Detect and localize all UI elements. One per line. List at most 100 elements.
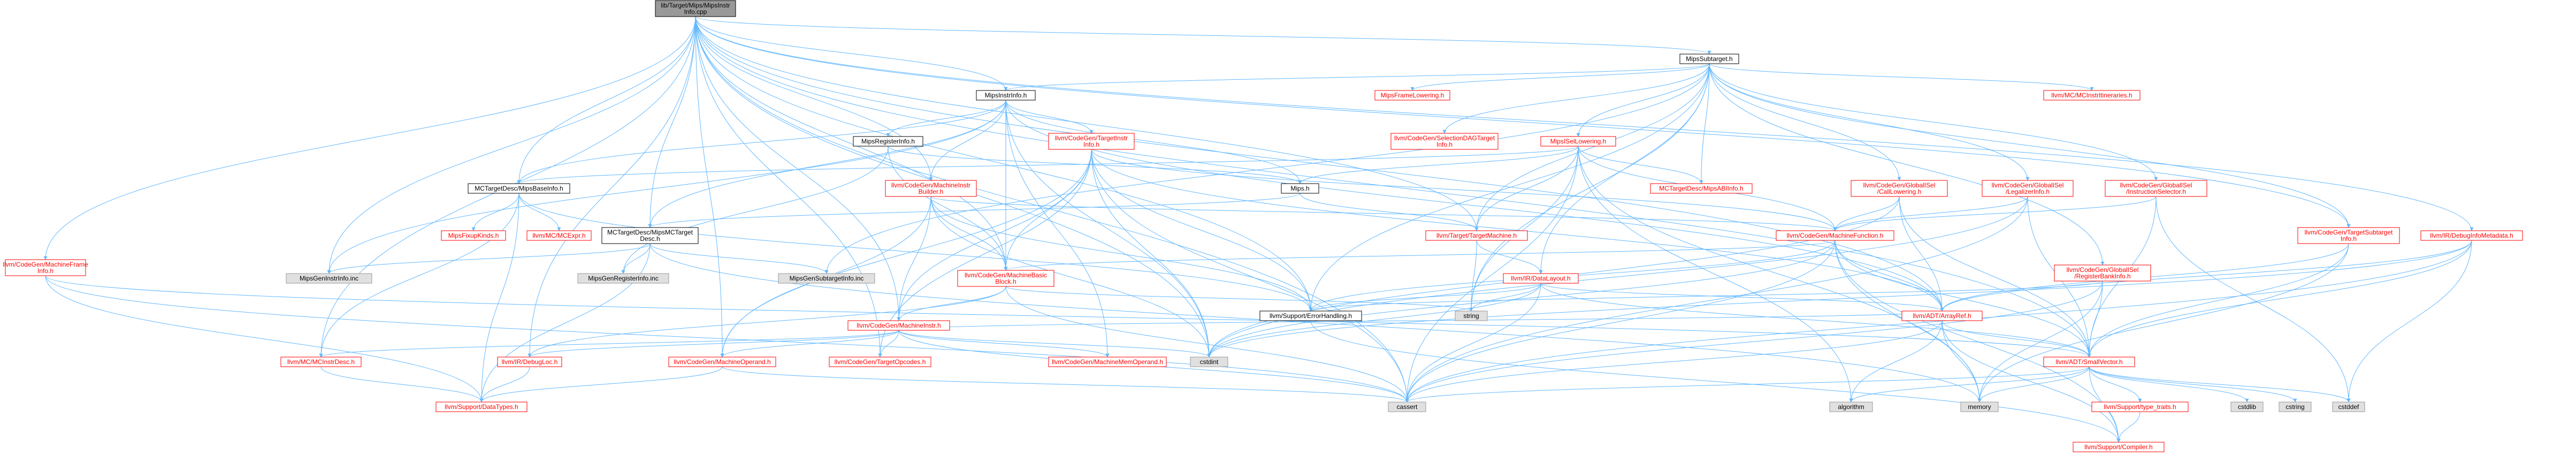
edge-smallvector-to-type_traits — [2089, 366, 2142, 403]
node-box-cstring — [2279, 402, 2312, 412]
node-memory: memory — [1960, 402, 1999, 412]
node-label-machinebasicblock-line-1: Block.h — [995, 278, 1016, 285]
edge-machineinstr-to-arrayref — [898, 310, 1944, 331]
node-label-debuginfometadata-line-0: llvm/IR/DebugInfoMetadata.h — [2430, 232, 2513, 239]
node-box-type_traits — [2091, 402, 2189, 412]
node-mipssubtarget[interactable]: MipsSubtarget.h — [1679, 54, 1739, 64]
node-cstdint: cstdint — [1190, 357, 1228, 367]
edge-mipsisellowering-to-mips_h — [1298, 146, 1579, 184]
node-box-targetinstrinfo — [1048, 133, 1135, 150]
node-box-smallvector — [2043, 357, 2135, 367]
node-mipsgensubtargetinfo: MipsGenSubtargetInfo.inc — [778, 273, 875, 284]
node-box-selectiondagtarget — [1390, 133, 1499, 150]
node-mcinstrdesc[interactable]: llvm/MC/MCInstrDesc.h — [280, 357, 362, 367]
node-label-registerbankinfo-line-0: llvm/CodeGen/GlobalISel — [2067, 266, 2139, 274]
node-label-mipsgenregisterinfo-line-0: MipsGenRegisterInfo.inc — [588, 275, 658, 282]
node-machineinstr[interactable]: llvm/CodeGen/MachineInstr.h — [847, 320, 950, 331]
edge-machinebasicblock-to-string — [1005, 286, 1473, 312]
node-box-datatypes — [435, 402, 528, 412]
edge-mcmipsbaseinfo-to-errorhandling — [518, 193, 1313, 312]
node-compiler[interactable]: llvm/Support/Compiler.h — [2073, 442, 2165, 452]
node-label-globalisel_instrselector-line-0: llvm/CodeGen/GlobalISel — [2120, 181, 2192, 189]
edge-mcmipsbaseinfo-to-mcinstrdesc — [319, 193, 519, 358]
node-debuginfometadata[interactable]: llvm/IR/DebugInfoMetadata.h — [2420, 230, 2523, 241]
edge-mips_h-to-mcmipsmctargetdesc — [648, 193, 1301, 228]
node-box-cstddef — [2332, 402, 2365, 412]
node-mipsisellowering[interactable]: MipsISelLowering.h — [1540, 136, 1616, 147]
edge-machineinstrbuilder-to-cstdint — [930, 196, 1211, 358]
edge-root-to-machineframeinfo — [43, 16, 696, 260]
node-box-mipsregisterinfo — [853, 136, 923, 147]
edge-root-to-mcmipsmctargetdesc — [648, 16, 696, 228]
edge-arrayref-to-cassert — [1405, 320, 1943, 403]
node-label-machineinstr-line-0: llvm/CodeGen/MachineInstr.h — [857, 322, 941, 329]
node-label-mipsfixupkinds-line-0: MipsFixupKinds.h — [448, 232, 499, 239]
node-label-machinememoperand-line-0: llvm/CodeGen/MachineMemOperand.h — [1052, 358, 1163, 366]
node-machineoperand[interactable]: llvm/CodeGen/MachineOperand.h — [668, 357, 776, 367]
node-registerbankinfo[interactable]: llvm/CodeGen/GlobalISel/RegisterBankInfo… — [2054, 264, 2151, 282]
node-errorhandling[interactable]: llvm/Support/ErrorHandling.h — [1259, 310, 1362, 321]
node-datatypes[interactable]: llvm/Support/DataTypes.h — [435, 402, 528, 412]
edge-arrayref-to-algorithm — [1849, 320, 1943, 403]
node-mipsfixupkinds[interactable]: MipsFixupKinds.h — [441, 230, 506, 241]
node-globalisel_instrselector[interactable]: llvm/CodeGen/GlobalISel/InstructionSelec… — [2105, 180, 2207, 197]
edge-mipssubtarget-to-errorhandling — [1309, 63, 1710, 312]
edge-mipsinstrinfo-to-cstdint — [1005, 100, 1211, 358]
node-globalisel_legalizer[interactable]: llvm/CodeGen/GlobalISel/LegalizerInfo.h — [1982, 180, 2074, 197]
edge-debuginfometadata-to-cstddef — [2346, 240, 2472, 403]
node-targetopcodes[interactable]: llvm/CodeGen/TargetOpcodes.h — [829, 357, 931, 367]
node-box-arrayref — [1901, 310, 1983, 321]
node-mcinstrinfo[interactable]: llvm/MC/MCInstrItineraries.h — [2043, 90, 2141, 101]
node-label-machineframeinfo-line-1: Info.h — [37, 267, 53, 275]
node-mcmipsabiinfo[interactable]: MCTargetDesc/MipsABIInfo.h — [1650, 183, 1753, 194]
node-label-mcinstrinfo-line-0: llvm/MC/MCInstrItineraries.h — [2051, 92, 2132, 99]
node-machinefunction[interactable]: llvm/CodeGen/MachineFunction.h — [1776, 230, 1894, 241]
node-box-mipsframelowering — [1374, 90, 1450, 101]
node-datalayout[interactable]: llvm/IR/DataLayout.h — [1503, 273, 1579, 284]
edge-globalisel_legalizer-to-cstdint — [1207, 196, 2028, 358]
node-targetmachine[interactable]: llvm/Target/TargetMachine.h — [1425, 230, 1528, 241]
node-label-mcmipsmctargetdesc-line-1: Desc.h — [640, 235, 660, 243]
node-globalisel_calllowering[interactable]: llvm/CodeGen/GlobalISel/CallLowering.h — [1851, 180, 1948, 197]
node-mipsinstrinfo[interactable]: MipsInstrInfo.h — [976, 90, 1036, 101]
edge-targetinstrinfo-to-arrayref — [1091, 149, 1944, 312]
edge-root-to-mipsgeninstrinfo — [327, 16, 696, 274]
node-box-mipsisellowering — [1540, 136, 1616, 147]
edges-layer — [43, 16, 2474, 443]
node-box-root — [655, 0, 736, 17]
node-box-cstdint — [1190, 357, 1228, 367]
node-mipsregisterinfo[interactable]: MipsRegisterInfo.h — [853, 136, 923, 147]
node-smallvector[interactable]: llvm/ADT/SmallVector.h — [2043, 357, 2135, 367]
node-mcexpr[interactable]: llvm/MC/MCExpr.h — [526, 230, 592, 241]
node-cassert: cassert — [1388, 402, 1426, 412]
node-label-machineframeinfo-line-0: llvm/CodeGen/MachineFrame — [3, 261, 88, 268]
node-mipsframelowering[interactable]: MipsFrameLowering.h — [1374, 90, 1450, 101]
node-box-mipssubtarget — [1679, 54, 1739, 64]
edge-root-to-mipsinstrinfo — [695, 16, 1008, 91]
node-mcmipsbaseinfo[interactable]: MCTargetDesc/MipsBaseInfo.h — [468, 183, 570, 194]
edge-targetinstrinfo-to-machinefunction — [1091, 149, 1837, 231]
node-type_traits[interactable]: llvm/Support/type_traits.h — [2091, 402, 2189, 412]
edge-mipssubtarget-to-mcinstrinfo — [1709, 63, 2094, 91]
node-label-mcinstrdesc-line-0: llvm/MC/MCInstrDesc.h — [287, 358, 355, 366]
node-label-machineinstrbuilder-line-0: llvm/CodeGen/MachineInstr — [891, 181, 970, 189]
node-box-mipsfixupkinds — [441, 230, 506, 241]
node-arrayref[interactable]: llvm/ADT/ArrayRef.h — [1901, 310, 1983, 321]
node-box-globalisel_instrselector — [2105, 180, 2207, 197]
node-label-machinebasicblock-line-0: llvm/CodeGen/MachineBasic — [965, 271, 1047, 279]
node-mips_h[interactable]: Mips.h — [1281, 183, 1319, 194]
edge-smallvector-to-algorithm — [1849, 366, 2090, 403]
node-debugloc[interactable]: llvm/IR/DebugLoc.h — [497, 357, 562, 367]
node-root: lib/Target/Mips/MipsInstrInfo.cpp — [655, 0, 736, 17]
edge-mipssubtarget-to-selectiondagtarget — [1442, 63, 1710, 134]
node-machinememoperand[interactable]: llvm/CodeGen/MachineMemOperand.h — [1048, 357, 1167, 367]
node-box-machineinstr — [847, 320, 950, 331]
edge-mipsinstrinfo-to-targetinstrinfo — [1005, 100, 1094, 134]
